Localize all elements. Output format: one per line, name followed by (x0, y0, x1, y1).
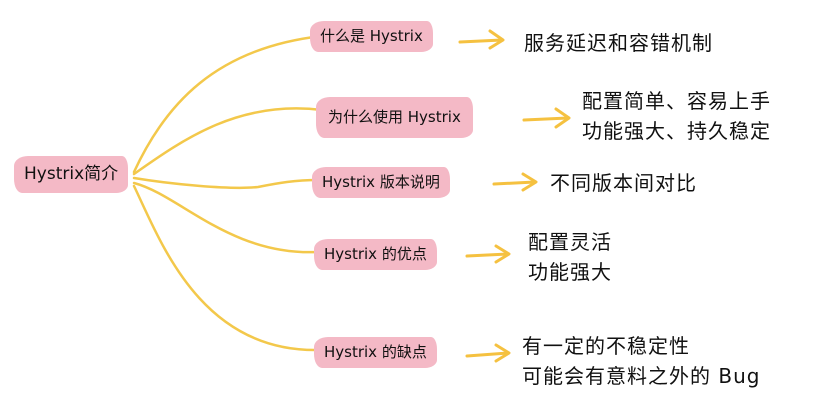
branch-label: 为什么使用 Hystrix (328, 108, 461, 126)
connector-root-to-branch-3 (132, 176, 320, 190)
detail-group-4: 配置灵活 功能强大 (528, 227, 612, 287)
connector-root-to-branch-5 (132, 184, 320, 352)
branch-label: Hystrix 的缺点 (324, 343, 427, 361)
detail-group-3: 不同版本间对比 (550, 168, 697, 198)
root-topic-label: Hystrix简介 (24, 164, 119, 184)
detail-group-5: 有一定的不稳定性 可能会有意料之外的 Bug (522, 331, 760, 391)
root-topic: Hystrix简介 (14, 156, 129, 193)
detail-text: 不同版本间对比 (550, 171, 697, 195)
detail-text: 可能会有意料之外的 Bug (522, 364, 761, 388)
branch-version-notes: Hystrix 版本说明 (312, 167, 450, 198)
detail-text: 功能强大、持久稳定 (582, 119, 771, 143)
detail-text: 功能强大 (528, 260, 612, 284)
connector-root-to-branch-4 (132, 181, 320, 254)
detail-text: 有一定的不稳定性 (522, 334, 690, 358)
arrow-3 (492, 172, 538, 192)
branch-label: Hystrix 版本说明 (322, 173, 440, 191)
detail-text: 配置简单、容易上手 (582, 89, 771, 113)
connector-root-to-branch-2 (132, 107, 324, 176)
detail-group-1: 服务延迟和容错机制 (524, 28, 713, 58)
connector-root-to-branch-1 (132, 34, 324, 174)
branch-label: 什么是 Hystrix (320, 27, 423, 45)
branch-what-is-hystrix: 什么是 Hystrix (310, 21, 433, 52)
arrow-5 (465, 343, 511, 363)
detail-text: 配置灵活 (528, 230, 612, 254)
detail-group-2: 配置简单、容易上手 功能强大、持久稳定 (582, 86, 771, 146)
detail-text: 服务延迟和容错机制 (524, 31, 713, 55)
arrow-1 (458, 29, 505, 50)
arrow-4 (465, 244, 511, 264)
branch-disadvantages: Hystrix 的缺点 (314, 337, 437, 368)
arrow-2 (522, 107, 571, 129)
branch-why-use-hystrix: 为什么使用 Hystrix (316, 97, 473, 138)
branch-advantages: Hystrix 的优点 (314, 239, 437, 270)
branch-label: Hystrix 的优点 (324, 245, 427, 263)
